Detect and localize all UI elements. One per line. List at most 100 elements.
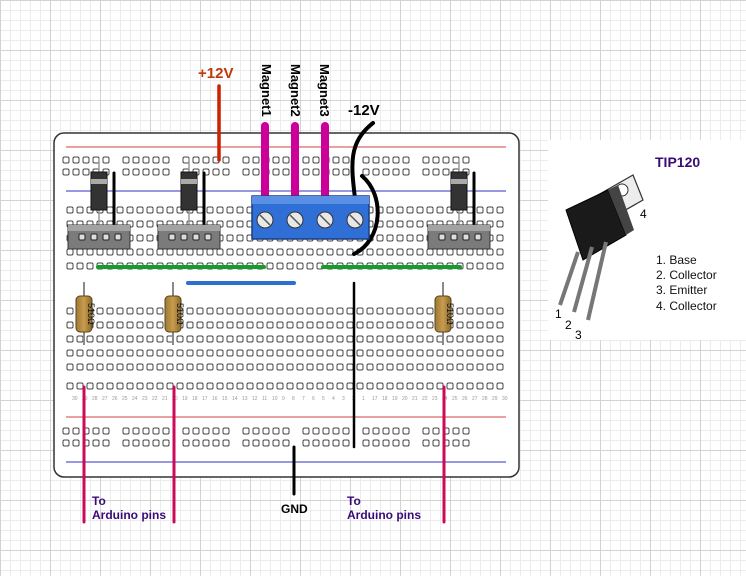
breadboard-hole — [382, 439, 390, 447]
screw-terminal-block — [251, 195, 370, 240]
breadboard-hole — [356, 321, 364, 329]
breadboard-hole — [206, 349, 214, 357]
breadboard-hole — [262, 427, 270, 435]
column-number: 19 — [392, 396, 398, 402]
breadboard-hole — [386, 248, 394, 256]
breadboard-hole — [356, 382, 364, 390]
tip120-pin-legend-3: 3. Emitter — [656, 283, 708, 297]
breadboard-hole — [76, 349, 84, 357]
breadboard-hole — [442, 168, 450, 176]
label-arduino-left: To Arduino pins — [92, 494, 166, 522]
breadboard-hole — [206, 248, 214, 256]
breadboard-hole — [296, 307, 304, 315]
breadboard-hole — [426, 248, 434, 256]
breadboard-hole — [466, 248, 474, 256]
breadboard-hole — [366, 307, 374, 315]
breadboard-hole — [496, 335, 504, 343]
breadboard-hole — [476, 335, 484, 343]
breadboard-hole — [106, 248, 114, 256]
breadboard-hole — [496, 363, 504, 371]
breadboard-hole — [92, 427, 100, 435]
breadboard-hole — [136, 321, 144, 329]
breadboard-hole — [276, 321, 284, 329]
breadboard-hole — [326, 382, 334, 390]
breadboard-hole — [256, 382, 264, 390]
breadboard-hole — [286, 363, 294, 371]
breadboard-hole — [72, 427, 80, 435]
breadboard-hole — [186, 248, 194, 256]
column-number: 14 — [232, 396, 238, 402]
breadboard-hole — [486, 349, 494, 357]
breadboard-hole — [222, 439, 230, 447]
breadboard-hole — [226, 234, 234, 242]
breadboard-hole — [162, 427, 170, 435]
breadboard-hole — [156, 206, 164, 214]
breadboard-hole — [162, 168, 170, 176]
breadboard-hole — [76, 206, 84, 214]
breadboard-hole — [356, 349, 364, 357]
breadboard-hole — [182, 156, 190, 164]
column-number: 29 — [492, 396, 498, 402]
breadboard-hole — [416, 382, 424, 390]
breadboard-hole — [476, 363, 484, 371]
breadboard-hole — [212, 168, 220, 176]
breadboard-hole — [312, 427, 320, 435]
breadboard-hole — [136, 248, 144, 256]
breadboard-hole — [416, 307, 424, 315]
breadboard-hole — [466, 349, 474, 357]
breadboard-hole — [146, 349, 154, 357]
breadboard-hole — [326, 335, 334, 343]
breadboard-hole — [156, 382, 164, 390]
breadboard-hole — [66, 262, 74, 270]
breadboard-hole — [476, 206, 484, 214]
breadboard-hole — [66, 349, 74, 357]
breadboard-hole — [416, 248, 424, 256]
breadboard-hole — [322, 427, 330, 435]
resistor-3: 510Ω — [434, 282, 455, 345]
breadboard-hole — [226, 335, 234, 343]
breadboard-hole — [392, 156, 400, 164]
breadboard-hole — [152, 427, 160, 435]
breadboard-hole — [236, 335, 244, 343]
breadboard-hole — [362, 439, 370, 447]
breadboard-hole — [326, 321, 334, 329]
breadboard-hole — [376, 382, 384, 390]
breadboard-hole — [356, 363, 364, 371]
breadboard-hole — [346, 349, 354, 357]
tip120-title: TIP120 — [655, 154, 701, 170]
breadboard-hole — [306, 262, 314, 270]
breadboard-hole — [496, 234, 504, 242]
breadboard-hole — [402, 427, 410, 435]
tip120-card — [548, 140, 746, 340]
breadboard-hole — [126, 382, 134, 390]
breadboard-hole — [166, 206, 174, 214]
breadboard-hole — [322, 439, 330, 447]
breadboard-hole — [456, 382, 464, 390]
breadboard-hole — [246, 248, 254, 256]
breadboard-hole — [296, 335, 304, 343]
breadboard-hole — [152, 168, 160, 176]
breadboard-hole — [386, 321, 394, 329]
breadboard-hole — [242, 439, 250, 447]
breadboard-hole — [486, 307, 494, 315]
breadboard-hole — [462, 156, 470, 164]
breadboard-hole — [316, 321, 324, 329]
breadboard-hole — [456, 321, 464, 329]
breadboard-hole — [226, 349, 234, 357]
breadboard-hole — [282, 439, 290, 447]
breadboard-hole — [266, 307, 274, 315]
breadboard-hole — [432, 156, 440, 164]
breadboard-hole — [486, 248, 494, 256]
breadboard-hole — [456, 307, 464, 315]
breadboard-hole — [452, 439, 460, 447]
breadboard-hole — [496, 248, 504, 256]
breadboard-hole — [62, 439, 70, 447]
breadboard-hole — [316, 382, 324, 390]
breadboard-hole — [406, 321, 414, 329]
breadboard-hole — [396, 382, 404, 390]
breadboard-hole — [136, 206, 144, 214]
breadboard-hole — [142, 156, 150, 164]
breadboard-hole — [136, 363, 144, 371]
